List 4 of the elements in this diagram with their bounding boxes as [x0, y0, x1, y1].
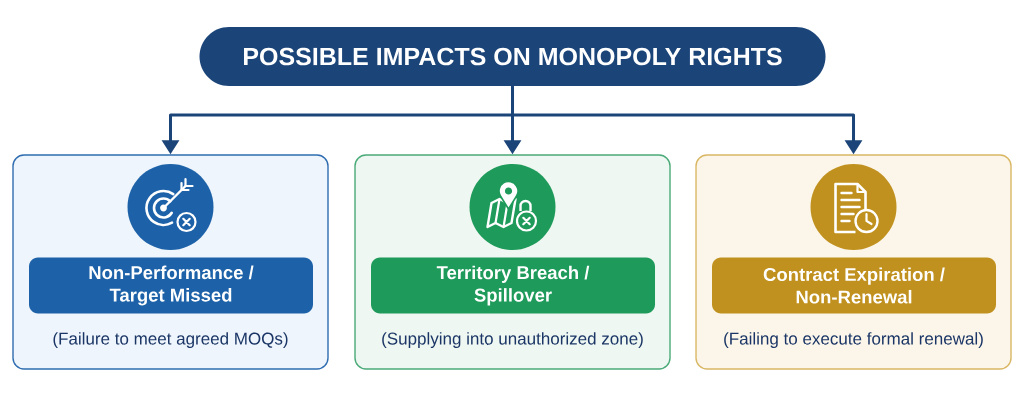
heading-bar: Non-Performance / Target Missed: [29, 257, 313, 314]
heading-bar: Contract Expiration / Non-Renewal: [712, 257, 996, 314]
heading-banner: POSSIBLE IMPACTS ON MONOPOLY RIGHTS: [199, 27, 826, 86]
heading-bar: Territory Breach / Spillover: [371, 257, 655, 314]
